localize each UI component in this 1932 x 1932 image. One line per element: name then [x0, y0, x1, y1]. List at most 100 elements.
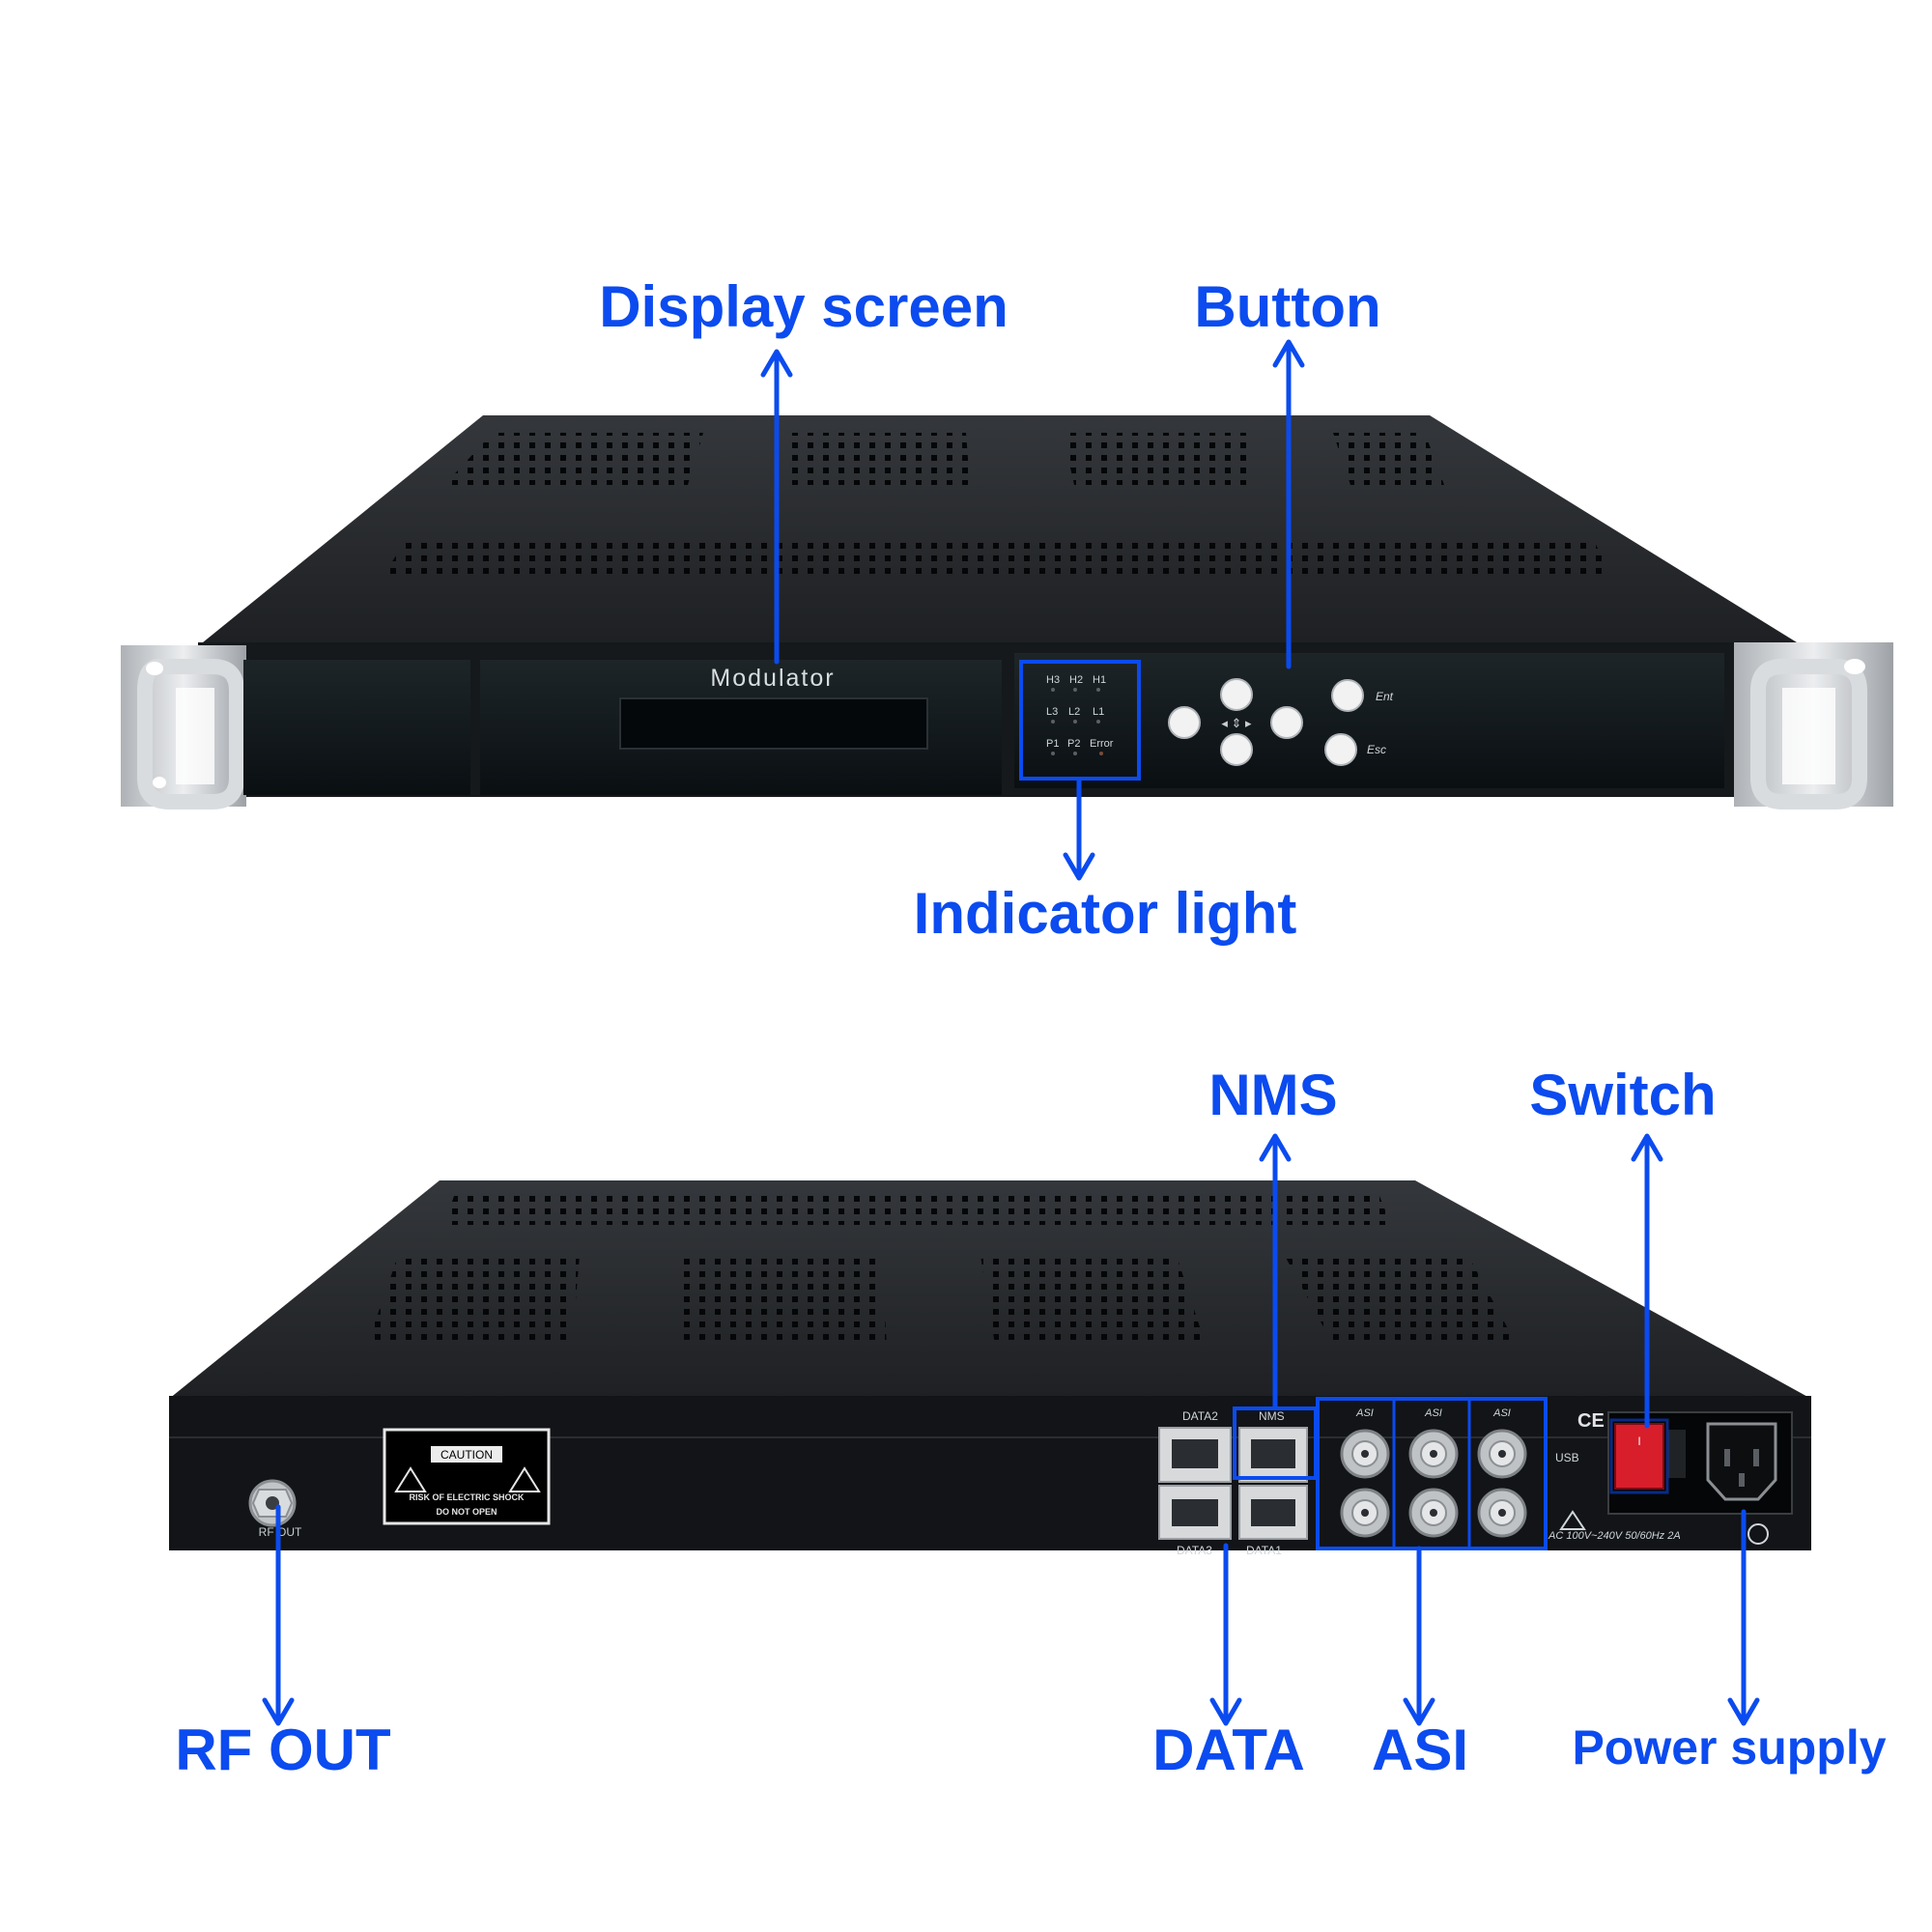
esc-label: Esc [1367, 743, 1386, 756]
rf-arrow-head [262, 1697, 295, 1726]
switch-callout: Switch [1529, 1063, 1717, 1127]
caution-line2: DO NOT OPEN [436, 1507, 497, 1517]
rear-vents-1 [444, 1196, 1391, 1225]
led-label: H1 [1093, 674, 1106, 686]
front-vents-1 [444, 433, 703, 485]
ethernet-port-block [1158, 1427, 1308, 1540]
front-vents-2 [782, 433, 970, 485]
up-button[interactable] [1220, 678, 1253, 711]
rear-vents-4 [980, 1256, 1206, 1345]
data-callout: DATA [1152, 1718, 1305, 1782]
switch-mark: I [1637, 1435, 1640, 1448]
asi-port-label: ASI [1355, 1407, 1374, 1419]
iec-inlet [1706, 1422, 1777, 1501]
front-chassis-top [203, 415, 1797, 642]
led-label: H2 [1069, 674, 1083, 686]
rf-connector [248, 1479, 297, 1527]
display-screen-callout: Display screen [599, 274, 1009, 339]
rear-arrows [262, 1133, 1760, 1726]
power-module: I [1607, 1411, 1793, 1515]
power-arrow-head [1727, 1697, 1760, 1726]
nms-arrow-head [1259, 1133, 1292, 1162]
led-label: P2 [1067, 738, 1080, 750]
asi-highlight-box [1316, 1397, 1548, 1550]
display-arrow-head [760, 349, 793, 378]
rear-vents-2 [367, 1256, 580, 1345]
led-label: L1 [1093, 706, 1104, 718]
high-voltage-icon [1559, 1510, 1586, 1530]
button-arrow-head [1272, 339, 1305, 368]
led-dot [1073, 720, 1077, 724]
ent-button[interactable] [1331, 679, 1364, 712]
indicator-arrow-head [1063, 852, 1095, 881]
led-dot [1096, 688, 1100, 692]
ac-rating-label: AC 100V~240V 50/60Hz 2A [1548, 1530, 1681, 1542]
caution-line1: RISK OF ELECTRIC SHOCK [409, 1492, 525, 1502]
led-dot [1073, 688, 1077, 692]
arrow-glyphs: ◂ ⇕ ▸ [1221, 716, 1252, 730]
front-unit: Modulator H3 H2 H1 L3 L2 L1 P1 P2 Error [121, 415, 1893, 810]
caution-title: CAUTION [440, 1448, 493, 1462]
led-dot [1051, 688, 1055, 692]
lcd-screen [619, 697, 928, 750]
bnc-connector [1340, 1429, 1390, 1479]
caution-sticker: CAUTION RISK OF ELECTRIC SHOCK DO NOT OP… [383, 1428, 551, 1525]
button-callout: Button [1194, 274, 1381, 339]
led-dot [1051, 752, 1055, 755]
right-rack-ear [1734, 642, 1893, 810]
led-label: Error [1090, 738, 1114, 750]
data1-label: DATA1 [1246, 1544, 1282, 1557]
esc-button[interactable] [1324, 733, 1357, 766]
led-label: P1 [1046, 738, 1059, 750]
front-arrows [760, 339, 1305, 881]
usb-label: USB [1555, 1451, 1579, 1464]
warning-triangle-icon [508, 1466, 541, 1492]
front-vents-3 [1063, 433, 1256, 485]
led-dot [1051, 720, 1055, 724]
led-label: L3 [1046, 706, 1058, 718]
data1-port [1238, 1485, 1308, 1540]
data-arrow-head [1209, 1697, 1242, 1726]
bnc-connector [1340, 1488, 1390, 1538]
bnc-connector [1477, 1429, 1527, 1479]
right-button[interactable] [1270, 706, 1303, 739]
switch-arrow-head [1631, 1133, 1663, 1162]
bnc-connector [1477, 1488, 1527, 1538]
nms-port-label: NMS [1259, 1409, 1285, 1423]
ground-icon [1747, 1523, 1769, 1545]
front-vents-4 [1333, 433, 1444, 485]
blank-panel [243, 660, 470, 795]
bnc-connector [1408, 1488, 1459, 1538]
asi-port-label: ASI [1424, 1407, 1442, 1419]
power-supply-callout: Power supply [1572, 1720, 1887, 1775]
ce-label: CE [1577, 1410, 1605, 1432]
down-button[interactable] [1220, 733, 1253, 766]
led-label: L2 [1068, 706, 1080, 718]
warning-triangle-icon [394, 1466, 427, 1492]
rear-vents-5 [1285, 1256, 1517, 1345]
indicator-light-callout: Indicator light [913, 881, 1297, 946]
switch-highlight [1609, 1418, 1669, 1494]
nms-callout: NMS [1208, 1063, 1338, 1127]
ent-label: Ent [1376, 690, 1394, 703]
led-dot [1099, 752, 1103, 755]
led-label: H3 [1046, 674, 1060, 686]
rear-unit: RF OUT CAUTION RISK OF ELECTRIC SHOCK DO… [169, 1180, 1811, 1557]
model-label: Modulator [710, 665, 835, 692]
led-dot [1096, 720, 1100, 724]
bnc-connector [1408, 1429, 1459, 1479]
front-vents-5 [382, 541, 1613, 578]
led-grid: H3 H2 H1 L3 L2 L1 P1 P2 Error [1046, 674, 1114, 755]
rear-vents-3 [674, 1256, 887, 1345]
asi-callout: ASI [1371, 1718, 1469, 1782]
left-rack-ear [121, 645, 246, 810]
asi-port-label: ASI [1492, 1407, 1511, 1419]
led-dot [1073, 752, 1077, 755]
rf-out-callout: RF OUT [175, 1718, 391, 1782]
asi-arrow-head [1403, 1697, 1435, 1726]
data3-label: DATA3 [1177, 1544, 1212, 1557]
power-switch[interactable] [1614, 1423, 1664, 1490]
left-button[interactable] [1168, 706, 1201, 739]
asi-connector-block: ASI ASI ASI [1340, 1407, 1527, 1538]
